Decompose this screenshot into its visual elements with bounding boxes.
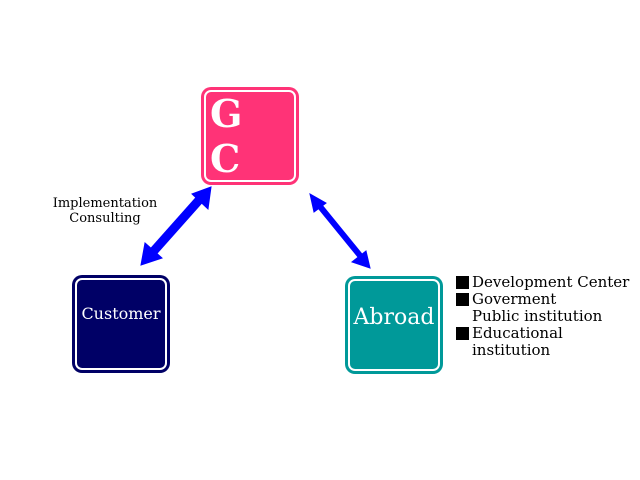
gc-node: G C: [201, 87, 299, 185]
list-item: Goverment Public institution: [456, 291, 629, 325]
list-item-text: Goverment Public institution: [472, 290, 603, 325]
abroad-node: Abroad: [345, 276, 443, 374]
list-item-text: Educational institution: [472, 324, 563, 359]
square-bullet-icon: [456, 327, 469, 340]
square-bullet-icon: [456, 276, 469, 289]
abroad-node-label: Abroad: [348, 279, 440, 371]
list-item: Development Center: [456, 274, 629, 291]
customer-node-label: Customer: [75, 278, 167, 370]
gc-abroad-arrow: [309, 193, 371, 269]
abroad-institution-list: Development Center Goverment Public inst…: [456, 274, 629, 359]
square-bullet-icon: [456, 293, 469, 306]
list-item-text: Development Center: [472, 273, 630, 291]
edge-label-line-1: Implementation: [52, 196, 158, 211]
list-item: Educational institution: [456, 325, 629, 359]
gc-customer-arrow: [140, 186, 212, 266]
gc-node-label: G C: [204, 90, 296, 182]
edge-label-line-2: Consulting: [69, 211, 141, 226]
customer-node: Customer: [72, 275, 170, 373]
gc-customer-edge-label: Implementation Consulting: [46, 196, 164, 226]
